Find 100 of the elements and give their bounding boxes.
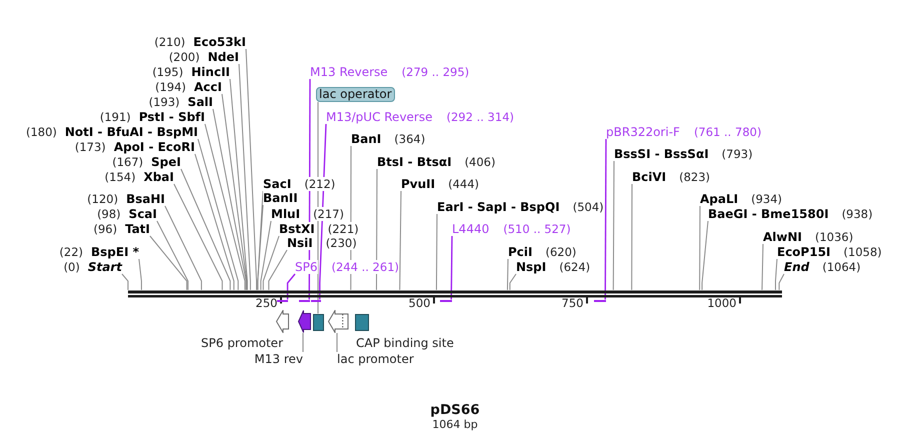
site-position: (1036) <box>815 230 854 244</box>
site-position: (191) <box>100 110 131 124</box>
leader-line <box>336 332 338 352</box>
directional-feature <box>298 310 310 333</box>
feature-label: M13 rev <box>254 352 303 366</box>
primer-mark <box>310 300 320 302</box>
feature-block <box>313 314 324 330</box>
leader-line <box>174 184 223 290</box>
leader-line <box>604 139 607 300</box>
site-position: (195) <box>152 65 184 79</box>
leader-line <box>122 274 128 290</box>
enzyme-name: BspEI * <box>91 245 139 259</box>
site-position: (504) <box>572 200 604 214</box>
enzyme-name: PciI <box>508 245 532 259</box>
site-position: (210) <box>154 35 186 49</box>
leader-line <box>204 124 246 290</box>
leader-line <box>198 138 239 290</box>
site-position: (221) <box>328 222 359 236</box>
enzyme-name: AccI <box>194 80 222 94</box>
leader-line <box>268 250 288 290</box>
primer-range: (244 .. 261) <box>332 260 399 274</box>
leader-line <box>286 274 296 300</box>
primer-mark <box>440 300 452 302</box>
site-position: (230) <box>326 236 357 250</box>
enzyme-name: PstI - SbfI <box>138 110 205 124</box>
leader-line <box>702 220 708 290</box>
primer-range: (761 .. 780) <box>694 125 762 139</box>
feature-label: CAP binding site <box>356 336 454 350</box>
site-position: (217) <box>313 207 344 221</box>
leader-line <box>699 206 700 290</box>
site-position: (624) <box>559 260 590 274</box>
site-position: (0) <box>64 260 80 274</box>
site-position: (823) <box>679 170 710 184</box>
enzyme-name: NspI <box>516 260 546 274</box>
enzyme-name: SacI <box>263 177 292 191</box>
enzyme-name: BciVI <box>632 170 666 184</box>
enzyme-name: EcoP15I <box>777 245 831 259</box>
enzyme-name: End <box>784 260 810 274</box>
leader-line <box>302 332 304 352</box>
leader-line <box>450 236 453 300</box>
enzyme-name: SpeI <box>151 155 181 169</box>
leader-line <box>775 258 778 290</box>
primer-name: M13/pUC Reverse <box>326 110 432 124</box>
leader-line <box>509 274 516 290</box>
site-position: (934) <box>751 192 782 206</box>
site-position: (938) <box>842 207 873 221</box>
leader-line <box>399 190 402 290</box>
tick-label: 1000 <box>707 296 736 310</box>
site-position: (200) <box>168 50 200 64</box>
tick-label: 750 <box>562 296 584 310</box>
leader-line <box>164 206 202 290</box>
site-position: (98) <box>97 207 121 221</box>
directional-feature <box>276 310 289 333</box>
leader-line <box>631 184 632 290</box>
enzyme-name: BanI <box>351 132 382 146</box>
leader-line <box>156 220 188 290</box>
enzyme-name: BssSI - BssSαI <box>614 147 709 161</box>
leader-line <box>376 168 378 290</box>
tick-label: 500 <box>408 296 430 310</box>
enzyme-name: BstXI <box>279 222 315 236</box>
site-position: (793) <box>722 147 753 161</box>
leader-line <box>260 220 272 290</box>
primer-range: (279 .. 295) <box>402 65 470 79</box>
tick-label: 250 <box>256 296 278 310</box>
primer-range: (292 .. 314) <box>446 110 514 124</box>
feature-block <box>355 314 369 330</box>
site-position: (1064) <box>822 260 861 274</box>
enzyme-name: TatI <box>125 222 150 236</box>
enzyme-name: AlwNI <box>763 230 802 244</box>
site-position: (120) <box>87 192 118 206</box>
enzyme-name: EarI - SapI - BspQI <box>437 200 560 214</box>
leader-line <box>138 258 142 290</box>
site-position: (154) <box>104 170 136 184</box>
site-position: (1058) <box>844 245 882 259</box>
enzyme-name: PvuII <box>401 177 436 191</box>
primer-name: L4440 <box>452 222 490 236</box>
leader-line <box>230 78 248 290</box>
feature-tag: lac operator <box>316 87 395 102</box>
leader-line <box>246 48 258 290</box>
enzyme-name: SalI <box>188 95 213 109</box>
enzyme-name: NdeI <box>208 50 239 64</box>
site-position: (167) <box>112 155 144 169</box>
feature-label: SP6 promoter <box>201 336 283 350</box>
map-title: pDS66 <box>430 402 480 419</box>
map-caption: 1064 bp <box>432 418 478 431</box>
dna-backbone <box>128 290 782 298</box>
enzyme-name: BanII <box>263 191 298 205</box>
primer-name: M13 Reverse <box>310 65 388 79</box>
directional-feature <box>328 310 348 333</box>
site-position: (364) <box>394 132 426 146</box>
leader-line <box>762 244 764 290</box>
primer-mark <box>277 300 288 302</box>
leader-line <box>180 168 231 290</box>
enzyme-name: BsaHI <box>126 192 165 206</box>
site-position: (22) <box>59 245 83 259</box>
primer-mark <box>594 300 606 302</box>
site-position: (406) <box>464 155 496 169</box>
site-position: (212) <box>304 177 336 191</box>
enzyme-name: Start <box>88 260 122 274</box>
leader-line <box>436 214 438 290</box>
